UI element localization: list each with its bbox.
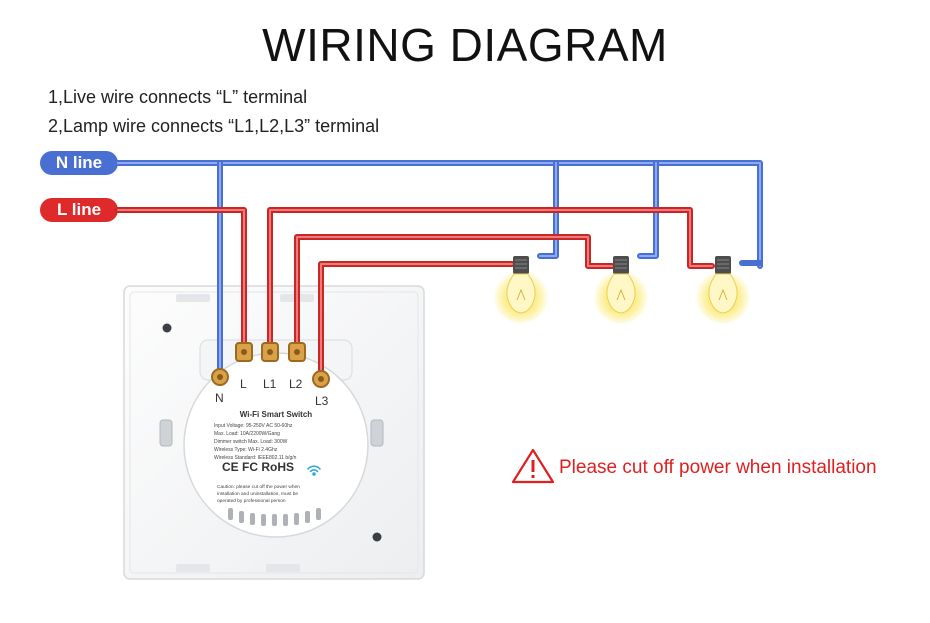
terminal-L [235, 342, 253, 362]
switch-spec: Max. Load: 10A/2200W/Gang [214, 431, 280, 437]
switch-spec: Wireless Standard: IEEE802.11 b/g/n [214, 455, 297, 461]
screw-hole [372, 532, 382, 542]
caution-text: operated by professional person [217, 498, 286, 504]
n-wire [115, 160, 763, 377]
switch-spec: Dimmer switch Max. Load: 300W [214, 439, 288, 445]
certification-marks: CE FC RoHS [222, 460, 294, 474]
terminal-label-L: L [240, 377, 247, 391]
terminal-label-L2: L2 [289, 377, 303, 391]
terminal-L2 [288, 342, 306, 362]
terminal-N [211, 368, 229, 386]
switch-spec: Input Voltage: 95-250V AC 50-60hz [214, 423, 293, 429]
wifi-icon [307, 465, 321, 476]
terminal-L1 [261, 342, 279, 362]
bulb-icon [593, 256, 649, 323]
terminal-screws [211, 342, 330, 388]
screw-hole [162, 323, 172, 333]
switch-name: Wi-Fi Smart Switch [240, 410, 312, 419]
caution-text: Caution: please cut off the power when [217, 484, 300, 490]
terminal-label-L1: L1 [263, 377, 277, 391]
terminal-label-N: N [215, 391, 224, 405]
diagram-title: WIRING DIAGRAM [262, 19, 668, 71]
terminal-L3 [312, 370, 330, 388]
switch-spec: Wireless Type: Wi-Fi 2.4Ghz [214, 447, 278, 453]
instruction-lamp-wire: 2,Lamp wire connects “L1,L2,L3” terminal [48, 116, 380, 136]
warning-triangle-icon [511, 448, 555, 484]
switch-back-plate [123, 285, 425, 580]
bulb-icon [695, 256, 751, 323]
terminal-label-L3: L3 [315, 394, 329, 408]
l-line-label: L line [40, 198, 118, 222]
caution-text: installation and uninstallation, must be [217, 491, 298, 497]
instruction-live-wire: 1,Live wire connects “L” terminal [48, 87, 308, 107]
l-wire [115, 207, 715, 381]
bulb-icon [493, 256, 549, 323]
n-line-label: N line [40, 151, 118, 175]
power-warning-text: Please cut off power when installation [559, 457, 877, 478]
